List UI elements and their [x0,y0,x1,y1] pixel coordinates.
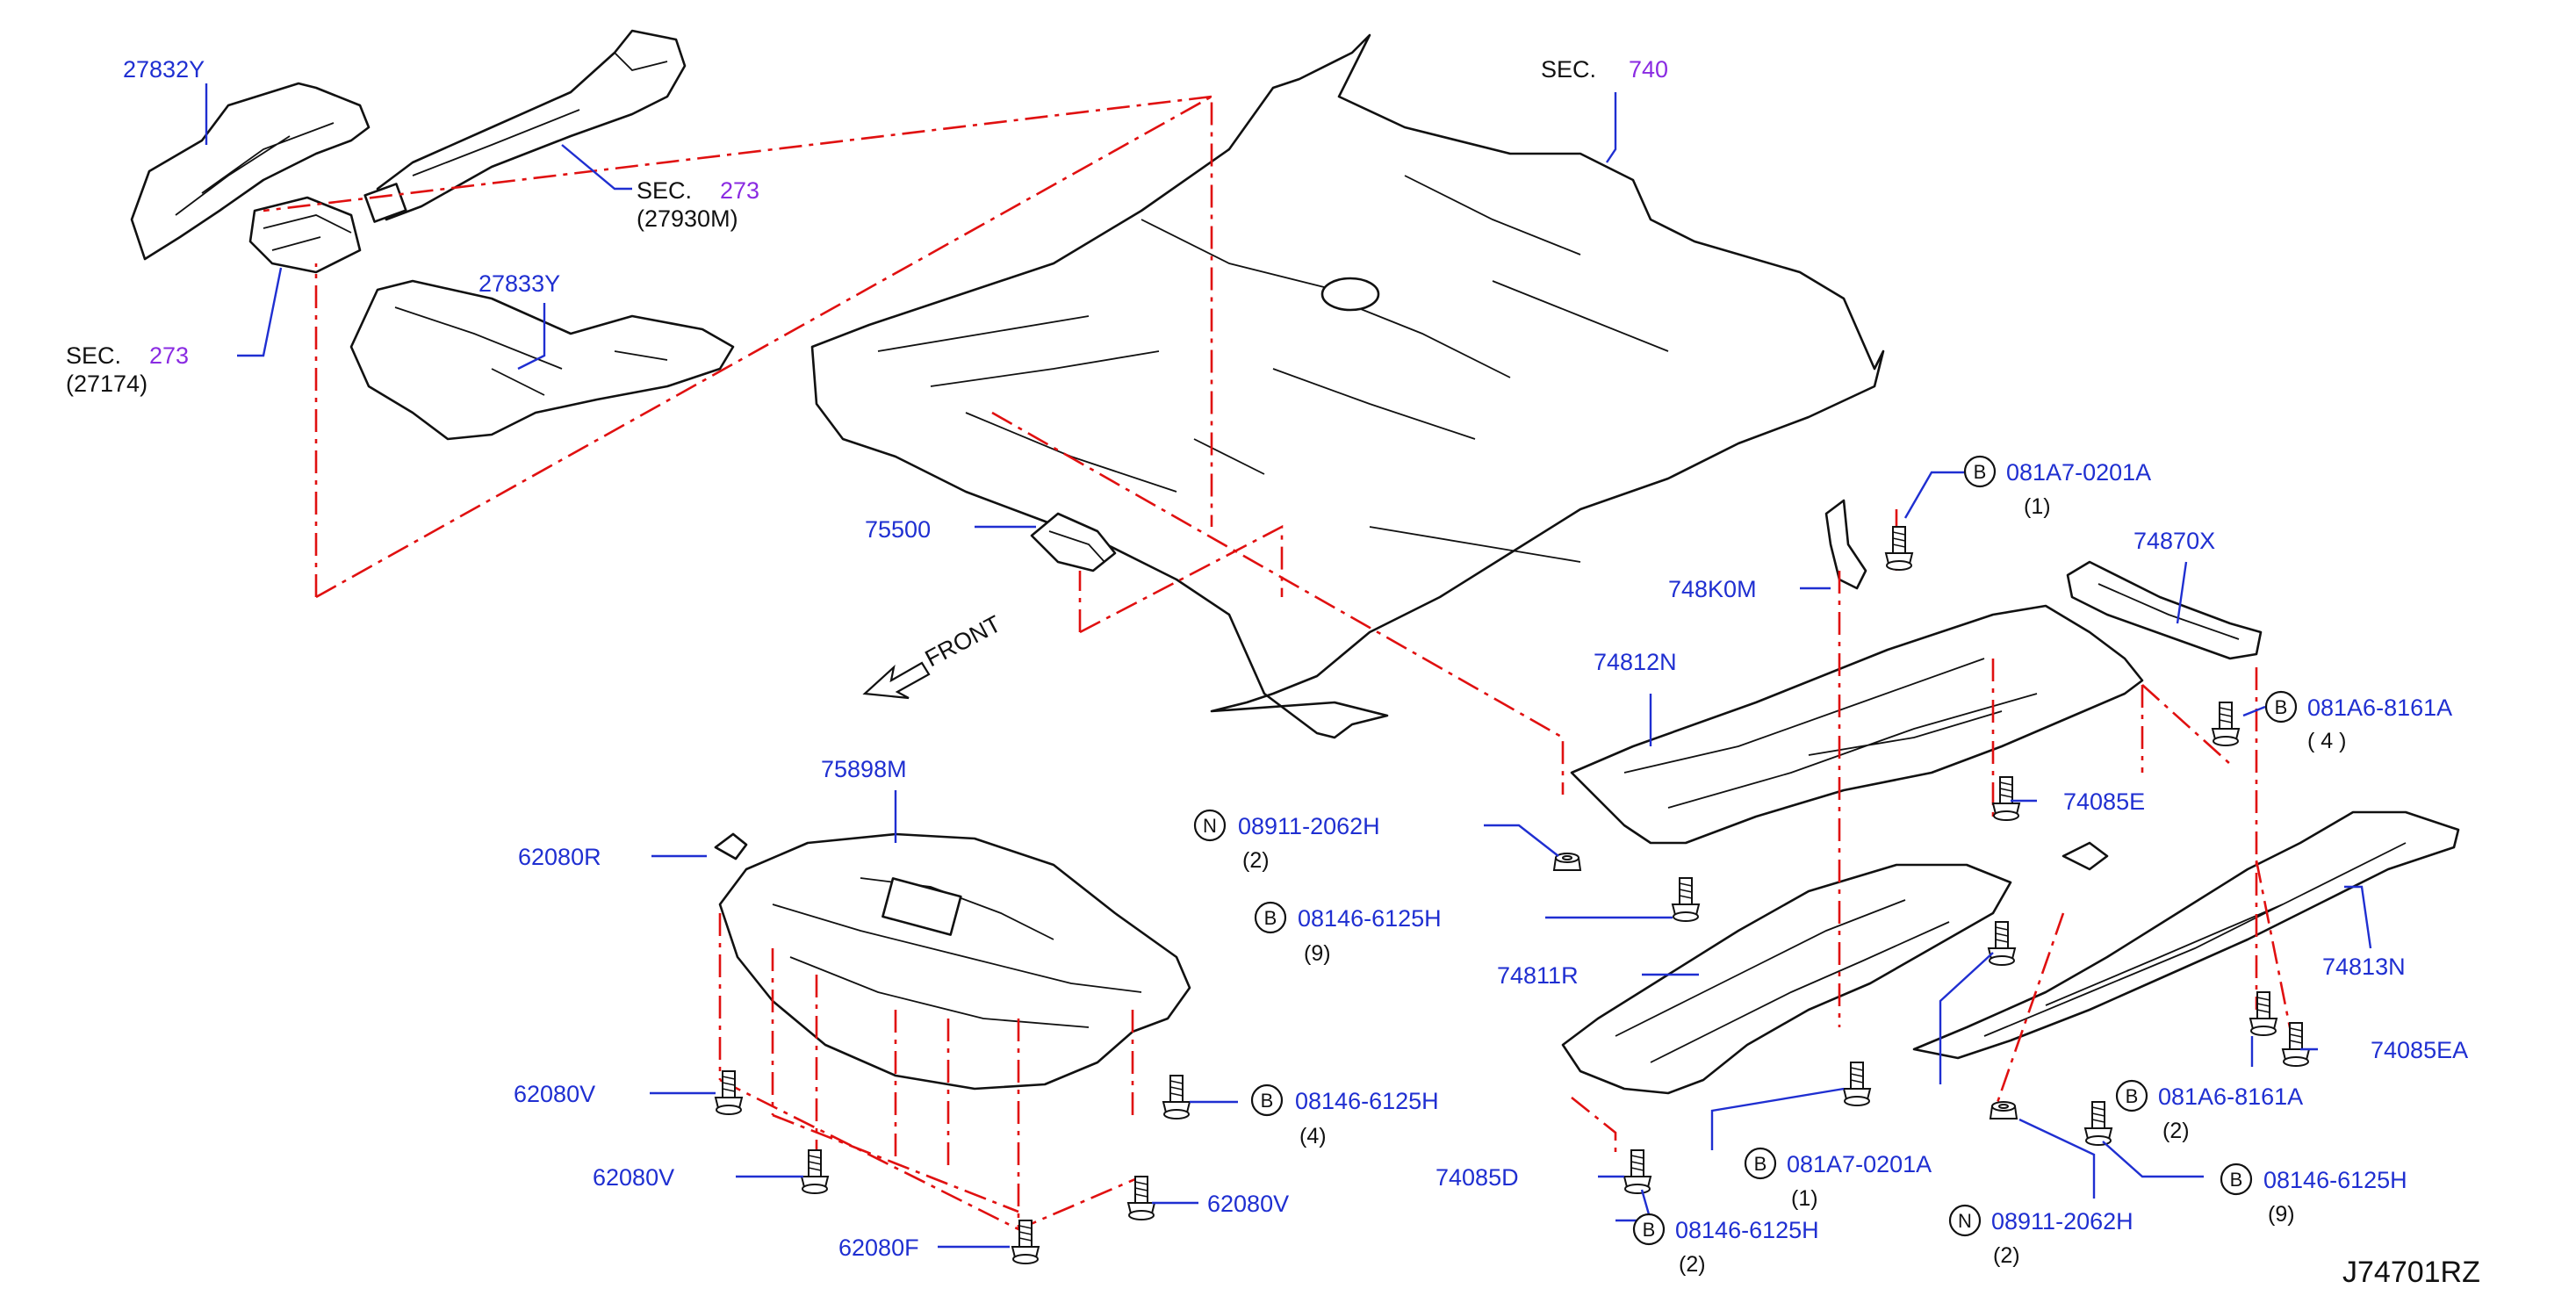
label-081a7-0201a-top: 081A7-0201A [2006,459,2151,486]
label-62080v-c: 62080V [1207,1191,1289,1217]
nut-badge [1948,1204,1982,1237]
bolt-badge [1963,455,1997,488]
sec-273-top-number: 273 [720,177,759,204]
sec-273-left-number: 273 [149,342,189,369]
bolt-badge [1744,1147,1777,1180]
front-undercover-74811r-drawing [1561,863,2012,1095]
label-74085ea: 74085EA [2371,1037,2468,1063]
label-62080f: 62080F [838,1235,919,1261]
floor-panel-740-drawing [810,33,1885,739]
svg-text:B: B [1974,461,1987,483]
qty-08911-2062h-b: (2) [1993,1243,2020,1268]
diagram-code: J74701RZ [2342,1256,2480,1289]
qty-08911-2062h-a: (2) [1242,848,1270,873]
qty-08146-6125h-a: (9) [1304,941,1331,966]
label-75500: 75500 [865,516,931,543]
label-62080r: 62080R [518,844,601,870]
member-74870x-drawing [2066,560,2263,660]
qty-081a7-0201a-top: (1) [2024,494,2051,519]
center-undercover-74812n-drawing [1570,604,2144,845]
label-62080v-b: 62080V [593,1164,674,1191]
label-74811r: 74811R [1497,962,1579,989]
label-748k0m: 748K0M [1668,576,1757,602]
bracket-75500-drawing [1030,512,1117,572]
qty-08146-6125h-d: (9) [2268,1202,2295,1227]
label-08146-6125h-b: 08146-6125H [1295,1088,1439,1114]
front-label: FRONT [921,610,1005,672]
bolt-badge [1632,1213,1666,1246]
label-74870x: 74870X [2133,528,2215,554]
qty-08146-6125h-b: (4) [1299,1124,1327,1148]
bolt-badge [2115,1079,2148,1112]
label-08911-2062h-b: 08911-2062H [1991,1208,2133,1235]
sec-740-number: 740 [1629,56,1668,83]
qty-081a6-8161a-bot: (2) [2162,1119,2190,1143]
qty-081a7-0201a-bot: (1) [1791,1186,1818,1211]
duct-27930m-drawing [363,29,687,223]
sec-273-left-prefix: SEC. [66,342,121,369]
badges: B B N B B B B B N B [1193,455,2298,1246]
front-direction-arrow: FRONT [862,610,1005,700]
label-081a6-8161a-top: 081A6-8161A [2307,695,2452,721]
label-27833y: 27833Y [479,270,560,297]
assembly-guide-lines [263,94,2293,1231]
svg-text:B: B [1754,1153,1767,1175]
label-27832y: 27832Y [123,56,205,83]
label-74812n: 74812N [1594,649,1677,675]
label-74085e: 74085E [2063,788,2145,815]
label-75898m: 75898M [821,756,907,782]
nut-badge [1193,809,1227,842]
bolt-badge [1250,1083,1284,1117]
sec-740-prefix: SEC. [1541,56,1596,83]
label-081a6-8161a-bot: 081A6-8161A [2158,1083,2303,1110]
svg-text:N: N [1203,815,1217,837]
bolt-badge [1254,901,1287,934]
engine-undercover-75898m-drawing [714,832,1191,1091]
svg-text:B: B [1261,1090,1274,1112]
sec-273-top-prefix: SEC. [637,177,692,204]
svg-text:B: B [1643,1219,1656,1241]
label-74813n: 74813N [2322,954,2406,980]
svg-text:N: N [1958,1210,1972,1232]
leader-lines [205,83,2372,1249]
rear-undercover-74813n-drawing [1912,810,2460,1060]
duct-27832y-drawing [130,82,371,261]
label-62080v-a: 62080V [514,1081,595,1107]
duct-27833y-drawing [349,279,735,441]
bolt-badge [2220,1163,2253,1196]
qty-081a6-8161a-top: ( 4 ) [2307,729,2346,753]
connector-27174-drawing [248,196,362,274]
part-labels: 27832Y SEC. 273 (27930M) SEC. 273 (27174… [66,56,2480,1289]
bracket-748k0m-drawing [1824,499,1867,590]
qty-08146-6125h-c: (2) [1679,1252,1706,1277]
bolt-badge [2264,690,2298,723]
label-08146-6125h-d: 08146-6125H [2263,1167,2407,1193]
svg-text:B: B [1264,907,1277,929]
sec-273-left-sub: (27174) [66,371,148,397]
sec-273-top-sub: (27930M) [637,205,738,232]
label-08911-2062h-a: 08911-2062H [1238,813,1380,839]
svg-text:B: B [2126,1085,2139,1107]
label-74085d: 74085D [1436,1164,1519,1191]
label-08146-6125h-a: 08146-6125H [1298,905,1442,932]
svg-text:B: B [2275,696,2288,718]
label-08146-6125h-c: 08146-6125H [1675,1217,1819,1243]
label-081a7-0201a-bot: 081A7-0201A [1787,1151,1932,1177]
fasteners [714,526,2310,1264]
svg-text:B: B [2230,1169,2243,1191]
